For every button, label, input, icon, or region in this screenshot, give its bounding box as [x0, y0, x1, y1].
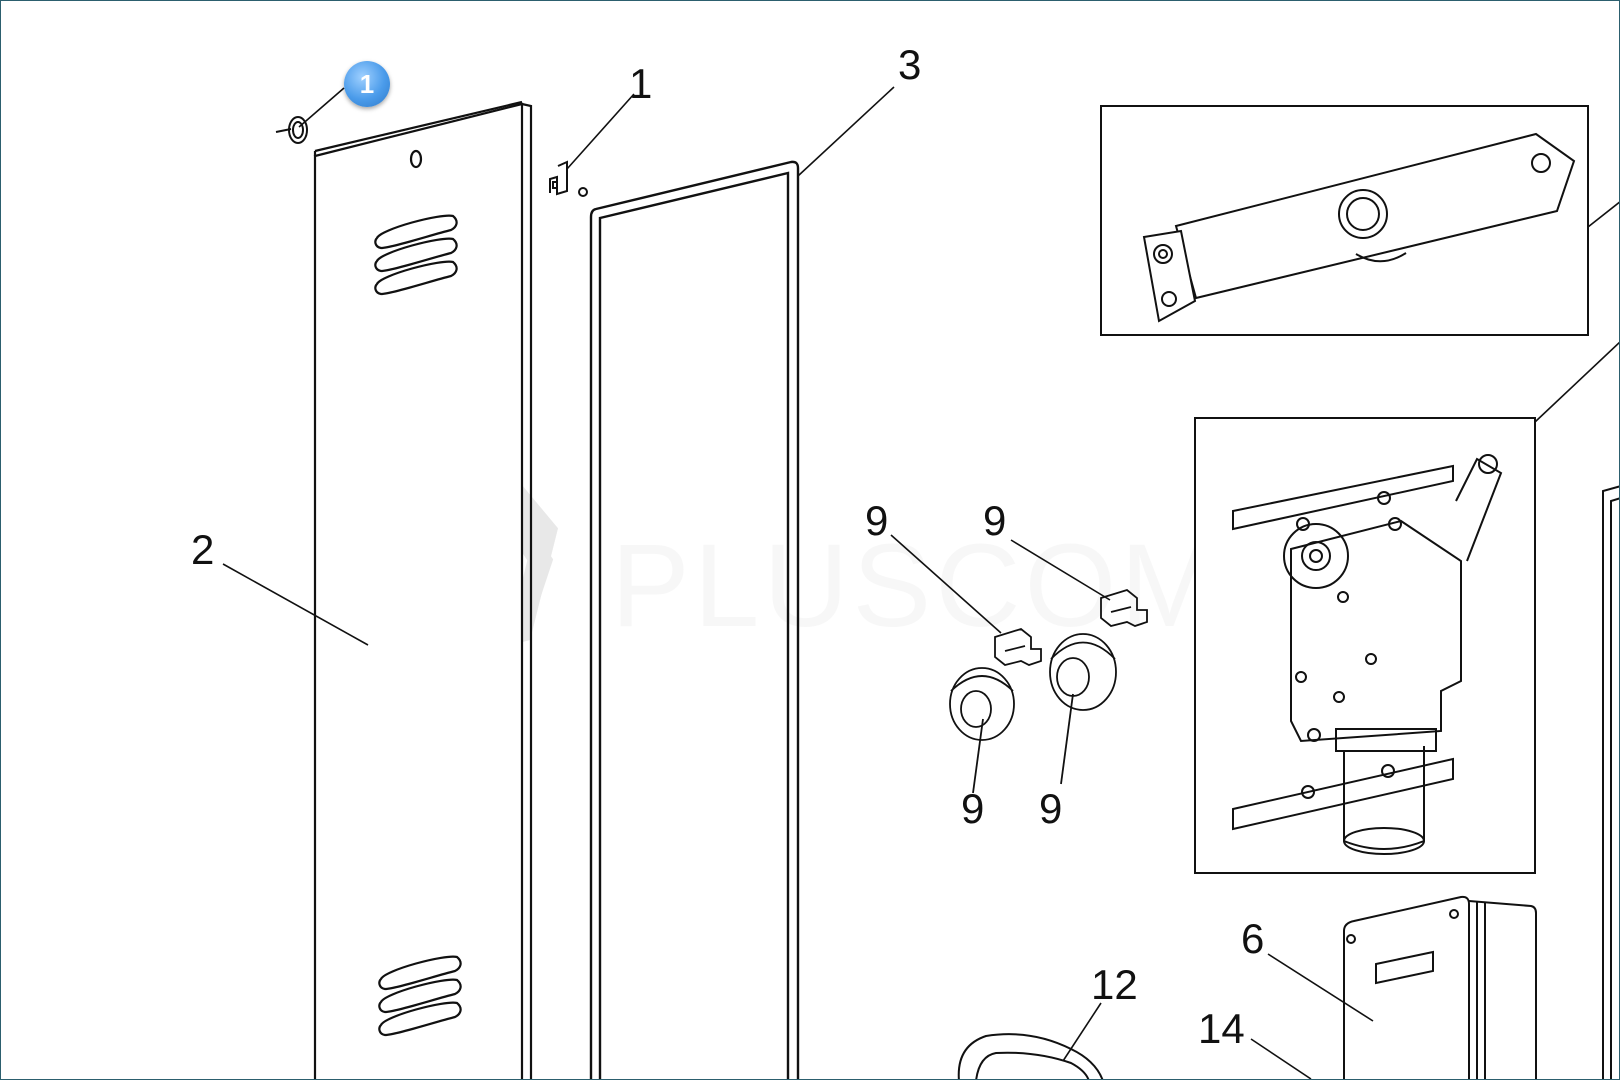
screw-part	[275, 116, 308, 144]
callout-3: 3	[898, 41, 921, 88]
clip-9-left	[994, 627, 1042, 666]
leader-2	[222, 563, 369, 646]
control-box	[1343, 895, 1537, 1079]
ring-9-left	[949, 667, 1015, 741]
callout-6: 6	[1241, 915, 1264, 962]
callout-1: 1	[629, 60, 652, 107]
glass-pane	[589, 160, 800, 1079]
clip-part	[549, 160, 588, 197]
handle-part	[957, 1033, 1104, 1079]
door-panel	[313, 100, 533, 1079]
leader-1	[566, 93, 635, 170]
leader-badge	[298, 87, 345, 128]
callout-2: 2	[191, 526, 214, 573]
callout-12: 12	[1091, 961, 1138, 1008]
leader-9d	[1060, 693, 1074, 785]
leader-detail-mid	[1534, 341, 1619, 423]
leader-9a	[890, 534, 1002, 634]
leader-12	[1062, 1002, 1102, 1062]
leader-9b	[1010, 539, 1111, 601]
callout-9-top-left: 9	[865, 497, 888, 544]
callout-9-top-right: 9	[983, 497, 1006, 544]
leader-3	[797, 86, 895, 177]
detail-box-mechanism	[1194, 417, 1536, 874]
detail-box-arm	[1100, 105, 1589, 336]
callout-14: 14	[1198, 1005, 1245, 1052]
clip-9-right	[1100, 588, 1148, 627]
leader-detail-top	[1587, 201, 1619, 228]
callout-9-bottom-left: 9	[961, 785, 984, 832]
partial-frame-right	[1602, 485, 1619, 1079]
callout-9-bottom-right: 9	[1039, 785, 1062, 832]
leader-9c	[972, 718, 984, 794]
leader-14	[1250, 1038, 1312, 1079]
ring-9-right	[1049, 633, 1117, 711]
hotspot-badge-icon[interactable]: 1	[344, 61, 390, 107]
watermark-text: PLUSCOM	[611, 520, 1223, 652]
leader-6	[1267, 953, 1374, 1022]
